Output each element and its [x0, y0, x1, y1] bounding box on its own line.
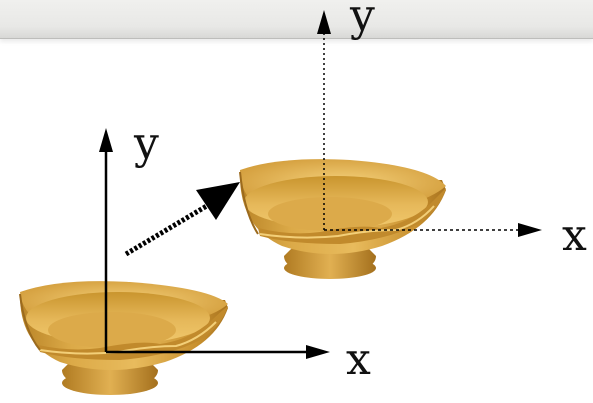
y-axis-left-arrowhead	[99, 128, 113, 152]
y-axis-right-arrowhead	[317, 10, 331, 34]
bowl-left	[19, 281, 228, 395]
axes-right	[317, 10, 542, 237]
x-axis-right-arrowhead	[518, 223, 542, 237]
axes-left	[99, 128, 330, 359]
x-axis-right-label: x	[562, 210, 587, 261]
x-axis-left-arrowhead	[306, 345, 330, 359]
top-bar	[0, 0, 593, 39]
dotted-arrow-icon	[124, 182, 240, 257]
x-axis-left-label: x	[346, 334, 371, 385]
y-axis-left-label: y	[134, 118, 159, 169]
bowl-right	[239, 159, 446, 279]
y-axis-right-label: y	[350, 0, 375, 41]
